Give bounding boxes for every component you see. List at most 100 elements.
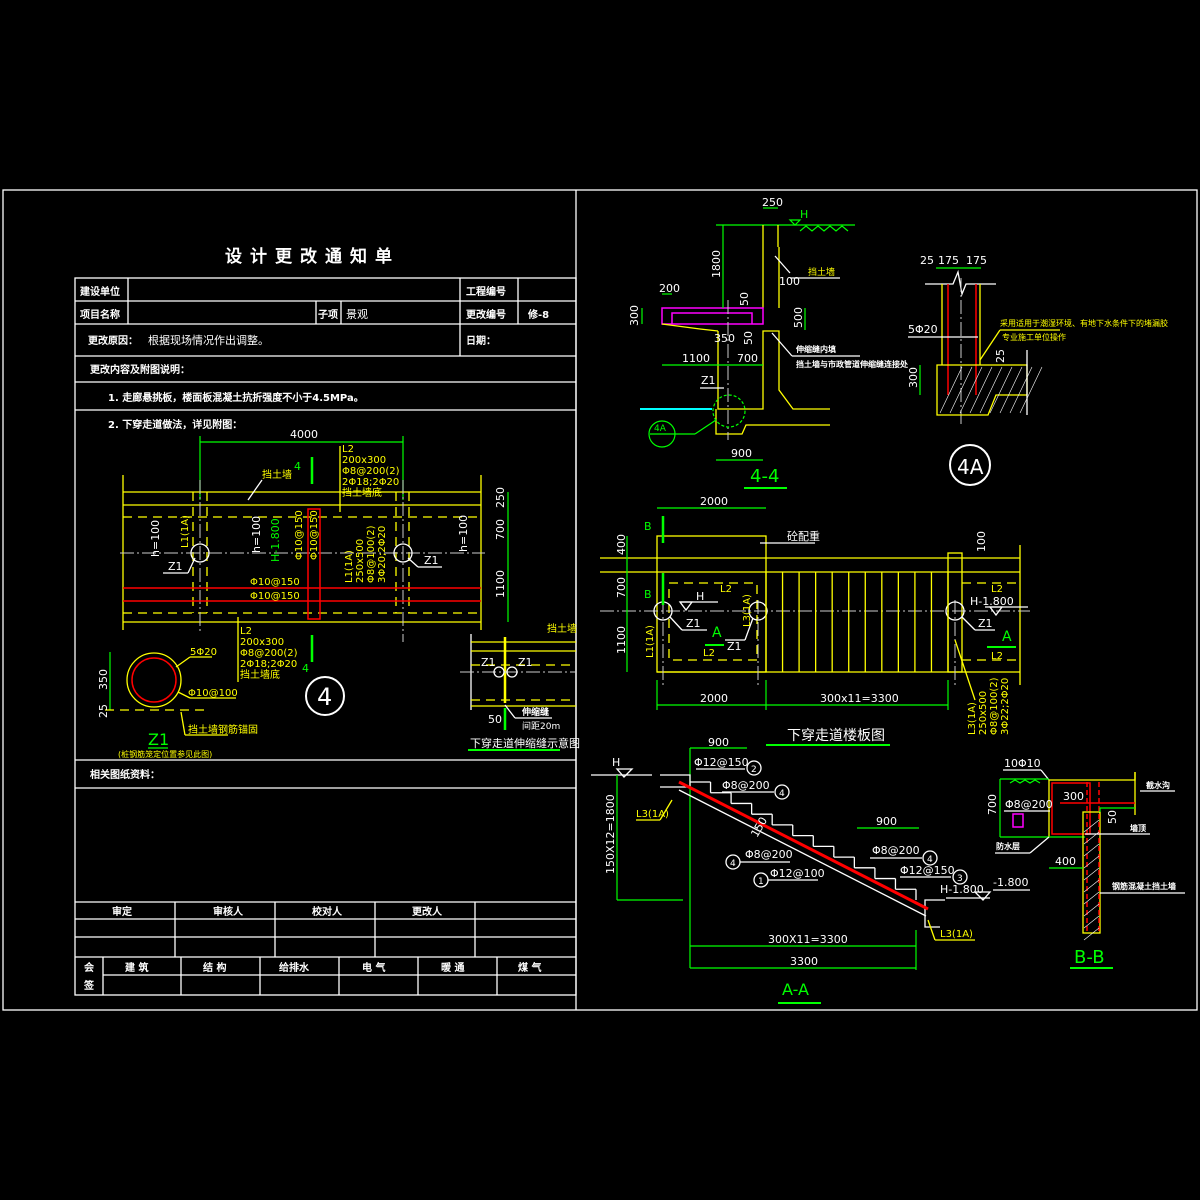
bb-label-waterproof: 防水层 bbox=[996, 841, 1020, 851]
dim-350-44: 350 bbox=[714, 332, 735, 345]
dim-700-bb: 700 bbox=[986, 794, 999, 815]
bb-top-bar: 10Φ10 bbox=[1004, 757, 1041, 770]
retaining-wall-label: 挡土墙 bbox=[262, 468, 292, 481]
rebar-callout-3: 3 bbox=[957, 874, 963, 884]
note-44-1: 伸缩缝内填 bbox=[795, 344, 836, 354]
dim-treads-aa: 300X11=3300 bbox=[768, 933, 848, 946]
pile-z1-left bbox=[190, 543, 210, 563]
sub-item-label: 子项 bbox=[318, 309, 338, 321]
form-border bbox=[74, 277, 577, 996]
joint-wall-label: 挡土墙 bbox=[547, 622, 577, 635]
rebar-callout-1: 1 bbox=[758, 877, 764, 887]
beam-l2-3: L2 bbox=[991, 584, 1003, 595]
dim-900-44: 900 bbox=[731, 447, 752, 460]
dim-300-4a: 300 bbox=[907, 367, 920, 388]
rebar-callout-4b: 4 bbox=[730, 859, 736, 869]
construction-unit-label: 建设单位 bbox=[79, 285, 120, 298]
project-name-label: 项目名称 bbox=[80, 308, 120, 321]
beam-l2-4: L2 bbox=[991, 651, 1003, 662]
anchor-note: 挡土墙钢筋锚固 bbox=[188, 723, 258, 736]
svg-text:Φ8@100(2): Φ8@100(2) bbox=[366, 525, 377, 583]
hatch-line bbox=[939, 366, 963, 414]
section-mark-4-bottom: 4 bbox=[302, 662, 309, 675]
dim-200: 200 bbox=[659, 282, 680, 295]
beam-l1-spec: L1(1A) 250x500 Φ8@100(2) 3Φ20;2Φ20 bbox=[344, 525, 388, 583]
change-no-value: 修-8 bbox=[527, 308, 549, 321]
rebar-v1: Φ10@150 bbox=[294, 510, 305, 560]
aa-beam-l3-left: L3(1A) bbox=[636, 809, 669, 820]
plan-elevation: H-1.800 bbox=[970, 595, 1014, 608]
dim-700-44: 700 bbox=[737, 352, 758, 365]
countersign-label-1: 会 bbox=[84, 961, 94, 974]
bb-label-wall: 钢筋混凝土挡土墙 bbox=[1112, 881, 1176, 891]
pile-stirrup: Φ10@100 bbox=[188, 688, 238, 699]
dim-2000-bottom: 2000 bbox=[700, 692, 728, 705]
bb-label-drain: 截水沟 bbox=[1146, 780, 1170, 790]
detail-bubble-4-text: 4 bbox=[317, 683, 332, 711]
rebar-1-spec: Φ12@100 bbox=[770, 867, 825, 880]
svg-text:Φ8@200(2): Φ8@200(2) bbox=[342, 466, 400, 477]
wall-label-44: 挡土墙 bbox=[808, 266, 835, 278]
note-44-2: 挡土墙与市政管道伸缩缝连接处 bbox=[796, 359, 909, 369]
svg-text:250x500: 250x500 bbox=[978, 691, 989, 735]
aa-level-h-top: H bbox=[612, 756, 620, 769]
hatch-line bbox=[1009, 366, 1033, 414]
project-no-label: 工程编号 bbox=[466, 285, 506, 298]
hatch-line bbox=[1083, 855, 1100, 869]
sign-header-review: 审核人 bbox=[213, 905, 244, 918]
svg-text:3Φ20;2Φ20: 3Φ20;2Φ20 bbox=[377, 526, 388, 583]
hatch-line bbox=[1083, 927, 1100, 941]
hatch-line bbox=[949, 366, 973, 414]
pile-z1-detail: 350 25 5Φ20 Φ10@100 挡土墙钢筋锚固 Z1 (桩钢筋笼定位置参… bbox=[97, 647, 258, 759]
z1-label-44: Z1 bbox=[701, 374, 716, 387]
related-drawings-label: 相关图纸资料： bbox=[90, 768, 160, 781]
z1-label-right: Z1 bbox=[424, 554, 439, 567]
dim-1100-plan: 1100 bbox=[615, 626, 628, 654]
dim-175b: 175 bbox=[966, 254, 987, 267]
dim-400-plan: 400 bbox=[615, 534, 628, 555]
svg-text:200x300: 200x300 bbox=[240, 637, 284, 648]
pile-caption: (桩钢筋笼定位置参见此图) bbox=[118, 749, 212, 759]
dim-250: 250 bbox=[494, 487, 507, 508]
section-b-b: 10Φ10 700 300 Φ8@200 50 400 -1.800 防水层 截… bbox=[986, 757, 1185, 969]
pile-title: Z1 bbox=[148, 730, 169, 749]
dim-2000-top: 2000 bbox=[700, 495, 728, 508]
dim-700: 700 bbox=[494, 519, 507, 540]
reason-label: 更改原因： bbox=[88, 334, 138, 347]
plan-beam-l1: L1(1A) bbox=[645, 625, 656, 658]
form-title: 设计更改通知单 bbox=[225, 246, 400, 267]
dim-900-aa-mid: 900 bbox=[876, 815, 897, 828]
content-label: 更改内容及附图说明： bbox=[90, 363, 190, 376]
dim-3300-aa: 3300 bbox=[790, 955, 818, 968]
joint-z1-left: Z1 bbox=[481, 656, 496, 669]
change-no-label: 更改编号 bbox=[466, 308, 506, 321]
note-4a-2: 专业施工单位操作 bbox=[1002, 332, 1066, 342]
content-item-2: 2. 下穿走道做法，详见附图： bbox=[108, 418, 242, 431]
hatch-line bbox=[1083, 879, 1100, 893]
svg-text:Φ8@200(2): Φ8@200(2) bbox=[240, 648, 298, 659]
joint-label: 伸缩缝 bbox=[521, 706, 549, 718]
plan-level-h: H bbox=[696, 590, 704, 603]
rebar-callout-4a: 4 bbox=[779, 789, 785, 799]
detail-4-plan: 4000 250 700 1100 挡土墙 4 4 L2 200x300 bbox=[120, 428, 509, 716]
rebar-callout-2: 2 bbox=[751, 765, 757, 775]
plan-beam-l3: L3(1A) bbox=[742, 594, 753, 627]
discipline-gas: 煤 气 bbox=[518, 961, 541, 974]
section-4-4: H 250 1800 100 挡土墙 200 300 50 500 350 50… bbox=[628, 196, 909, 489]
discipline-architecture: 建 筑 bbox=[124, 961, 148, 974]
generated-geometry bbox=[690, 366, 1100, 941]
dim-25b-4a: 25 bbox=[994, 349, 1007, 363]
aa-elevation: H-1.800 bbox=[940, 883, 984, 896]
dim-50-bb: 50 bbox=[1106, 810, 1119, 824]
section-mark-b-top: B bbox=[644, 520, 652, 533]
rebar-callout-4c: 4 bbox=[927, 855, 933, 865]
z1-label-left: Z1 bbox=[168, 560, 183, 573]
svg-text:L1(1A): L1(1A) bbox=[344, 550, 355, 583]
discipline-structure: 结 构 bbox=[203, 961, 226, 974]
rebar-4c-spec: Φ8@200 bbox=[872, 844, 920, 857]
section-mark-4-top: 4 bbox=[294, 460, 301, 473]
plan-title: 下穿走道楼板图 bbox=[787, 728, 885, 744]
beam-l2-bottom-spec: L2 200x300 Φ8@200(2) 2Φ18;2Φ20 挡土墙底 bbox=[240, 626, 298, 681]
beam-l2-2: L2 bbox=[703, 648, 715, 659]
